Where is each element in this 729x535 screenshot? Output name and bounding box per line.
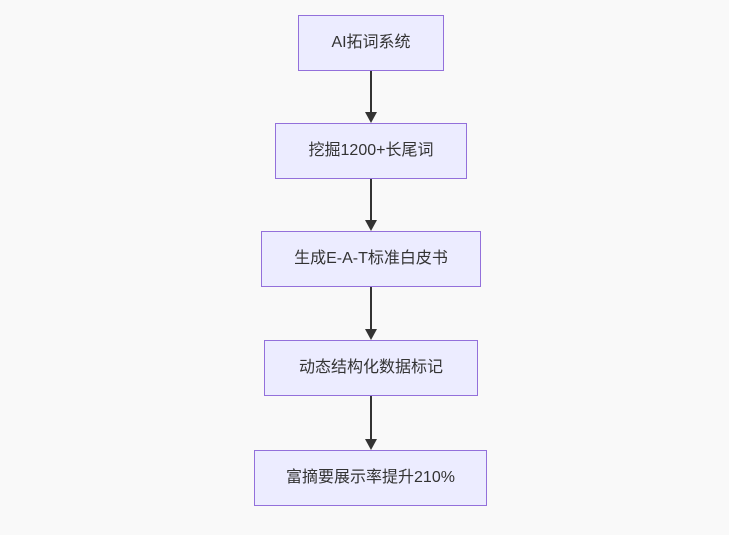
flow-edge-2 — [364, 179, 378, 231]
arrowhead-down-icon — [365, 439, 377, 450]
edge-line — [370, 287, 372, 329]
edge-line — [370, 71, 372, 112]
node-label: 生成E-A-T标准白皮书 — [294, 250, 448, 268]
flow-edge-1 — [364, 71, 378, 123]
flow-node-dynamic-structured-data-markup: 动态结构化数据标记 — [264, 340, 478, 396]
node-label: AI拓词系统 — [331, 34, 411, 52]
flow-node-mine-longtail-keywords: 挖掘1200+长尾词 — [275, 123, 467, 179]
edge-line — [370, 179, 372, 220]
node-label: 富摘要展示率提升210% — [286, 469, 455, 487]
arrowhead-down-icon — [365, 112, 377, 123]
flow-node-ai-word-expansion-system: AI拓词系统 — [298, 15, 444, 71]
node-label: 挖掘1200+长尾词 — [308, 142, 434, 160]
flow-node-generate-eat-whitepaper: 生成E-A-T标准白皮书 — [261, 231, 481, 287]
node-label: 动态结构化数据标记 — [298, 359, 443, 377]
edge-line — [370, 396, 372, 439]
flow-edge-4 — [364, 396, 378, 450]
arrowhead-down-icon — [365, 220, 377, 231]
flow-edge-3 — [364, 287, 378, 340]
arrowhead-down-icon — [365, 329, 377, 340]
flow-node-rich-snippet-rate-increase: 富摘要展示率提升210% — [254, 450, 487, 506]
